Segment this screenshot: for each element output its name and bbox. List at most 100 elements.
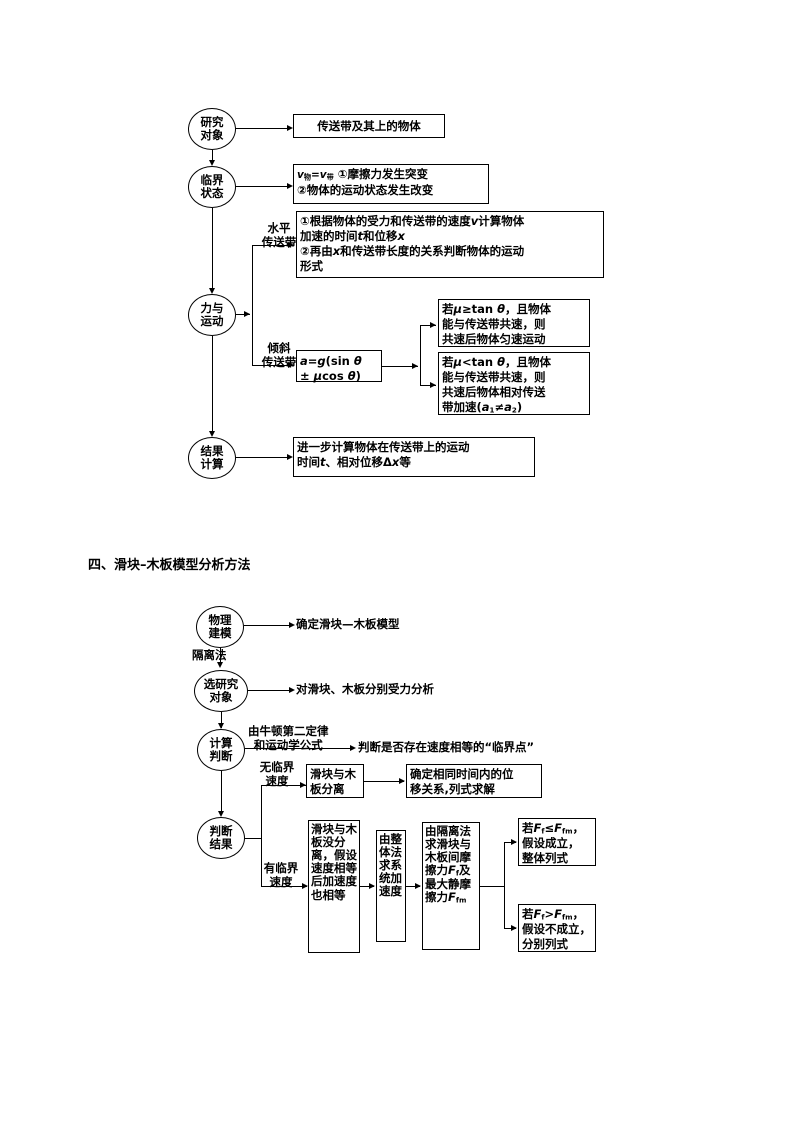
case1-line3: 共速后物体匀速运动 (442, 331, 546, 346)
connector-n2-n3 (212, 208, 213, 292)
displacement-line2: 移关系,列式求解 (410, 781, 495, 796)
label-no-critical-speed: 无临界 速度 (254, 760, 300, 788)
box-horizontal-step1b: 加速的时间t和位移x (300, 228, 405, 243)
node-result-calculation: 结果 计算 (188, 437, 236, 479)
label-horizontal-belt-line2: 传送带 (261, 234, 297, 249)
connector-m4-up (261, 785, 301, 786)
node-research-object-line1: 研究 (200, 115, 224, 130)
arrowhead-t6-t7 (369, 882, 375, 889)
connector-t7-t8 (406, 886, 420, 887)
node-physical-modeling-line1: 物理 (208, 613, 232, 628)
node-physical-modeling-line2: 建模 (208, 626, 232, 640)
label-has-critical-speed: 有临界 速度 (258, 861, 304, 889)
text-determine-model: 确定滑块—木板模型 (296, 617, 400, 631)
connector-t6-t7 (360, 886, 374, 887)
node-force-and-motion-line1: 力与 (200, 301, 224, 316)
connector-result-bottom (420, 385, 436, 386)
box-isolation-friction: 由隔离法求滑块与木板间摩擦力Ff及最大静摩擦力Ffm (422, 822, 480, 950)
arrowhead-t7-t8 (415, 882, 421, 889)
node-result-calculation-line2: 计算 (200, 457, 224, 471)
connector-n1-n2 (212, 150, 213, 164)
box-critical-state-detail: v物=v带 ①摩擦力发生突变 ②物体的运动状态发生改变 (293, 164, 489, 204)
node-calculate-judge: 计算 判断 (197, 729, 245, 771)
connector-m4-stem (245, 838, 261, 839)
connector-n2-b2 (236, 186, 290, 187)
arrowhead-incline-branch (288, 361, 294, 368)
connector-incline-branch (252, 365, 294, 366)
node-critical-state-line2: 状态 (200, 186, 224, 200)
holds-line2: 假设成立， (522, 835, 580, 850)
connector-m3-t3 (245, 748, 353, 749)
node-select-research-object-line2: 对象 (209, 690, 233, 704)
arrowhead-m3-m4 (217, 811, 224, 817)
node-judge-result-line1: 判断 (209, 824, 233, 839)
label-incline-belt: 倾斜 传送带 (256, 341, 302, 369)
connector-m2-m3 (221, 712, 222, 728)
box-critical-state-line1: v物=v带 ①摩擦力发生突变 (297, 167, 429, 182)
connector-n3-n4 (212, 336, 213, 435)
box-critical-state-line2: ②物体的运动状态发生改变 (297, 182, 434, 197)
box-block-board-separated: 滑块与木 板分离 (306, 764, 364, 798)
connector-t4-t5 (364, 781, 404, 782)
label-incline-belt-line2: 传送带 (261, 354, 297, 369)
arrowhead-t4-t5 (399, 777, 405, 784)
box-horizontal-step2b: 形式 (300, 258, 323, 273)
label-horizontal-belt: 水平 传送带 (256, 221, 302, 249)
connector-m4-split (261, 785, 262, 886)
connector-n4-b7 (236, 457, 290, 458)
box-horizontal-belt-steps: ①根据物体的受力和传送带的速度v计算物体 加速的时间t和位移x ②再由x和传送带… (296, 211, 604, 278)
box-belt-and-object-text: 传送带及其上的物体 (317, 118, 421, 133)
label-newton-line1: 由牛顿第二定律 (248, 724, 329, 738)
node-research-object: 研究 对象 (188, 108, 236, 150)
case1-line2: 能与传送带共速，则 (442, 316, 546, 331)
arrowhead-result1 (511, 838, 517, 845)
holds-line1: 若Ff≤Ffm， (522, 821, 584, 836)
node-calculate-judge-line2: 判断 (209, 749, 233, 763)
connector-n3-stem (236, 314, 250, 315)
separated-line2: 板分离 (310, 781, 345, 796)
arrowhead-formula-out (412, 362, 418, 369)
result-line1: 进一步计算物体在传送带上的运动 (297, 440, 470, 454)
connector-t8-split (504, 842, 505, 928)
label-incline-belt-line1: 倾斜 (267, 341, 291, 355)
box-not-separated-assumption: 滑块与木板没分离，假设速度相等后加速度也相等 (308, 820, 360, 953)
label-has-critical-line1: 有临界 (263, 861, 299, 875)
arrowhead-n4-b7 (287, 453, 293, 460)
arrowhead-result2 (511, 924, 517, 931)
node-select-research-object: 选研究 对象 (194, 670, 248, 712)
box-assumption-holds: 若Ff≤Ffm， 假设成立， 整体列式 (518, 818, 596, 866)
arrowhead-m1-m2 (216, 662, 223, 668)
box-displacement-relation: 确定相同时间内的位 移关系,列式求解 (406, 764, 542, 798)
case2-line3: 共速后物体相对传送 (442, 384, 546, 399)
case1-line1: 若μ≥tan θ，且物体 (442, 302, 551, 316)
box-result-detail: 进一步计算物体在传送带上的运动 时间t、相对位移Δx等 (293, 437, 535, 477)
connector-m2-t2 (248, 690, 292, 691)
arrowhead-n3-stem (244, 310, 250, 317)
box-assumption-fails: 若Ff>Ffm， 假设不成立， 分别列式 (518, 904, 596, 952)
arrowhead-m4-down (302, 882, 308, 889)
node-critical-state-line1: 临界 (200, 173, 224, 188)
case2-line2: 能与传送带共速，则 (442, 369, 546, 384)
arrowhead-m2-m3 (217, 723, 224, 729)
label-newton-line2: 和运动学公式 (253, 737, 323, 752)
arrowhead-m2-t2 (289, 686, 295, 693)
separated-line1: 滑块与木 (310, 767, 356, 781)
case2-line1: 若μ<tan θ，且物体 (442, 355, 551, 369)
box-belt-and-object: 传送带及其上的物体 (293, 114, 445, 138)
node-judge-result-line2: 结果 (209, 837, 233, 851)
result-line2: 时间t、相对位移Δx等 (297, 454, 411, 469)
arrowhead-n2-n3 (208, 288, 215, 294)
formula-line1: a=g(sin θ (300, 354, 362, 368)
connector-formula-out (382, 366, 418, 367)
connector-n3-split (252, 245, 253, 365)
box-case-mu-ge-tan: 若μ≥tan θ，且物体 能与传送带共速，则 共速后物体匀速运动 (438, 299, 590, 347)
arrowhead-n1-b1 (287, 124, 293, 131)
box-horizontal-step2: ②再由x和传送带长度的关系判断物体的运动 (300, 243, 525, 258)
box-system-acceleration: 由整体法求系统加速度 (376, 830, 406, 942)
connector-result-top (420, 325, 436, 326)
node-physical-modeling: 物理 建模 (196, 606, 244, 648)
label-no-critical-line2: 速度 (265, 773, 289, 788)
connector-horizontal-branch (252, 245, 294, 246)
displacement-line1: 确定相同时间内的位 (410, 767, 514, 781)
